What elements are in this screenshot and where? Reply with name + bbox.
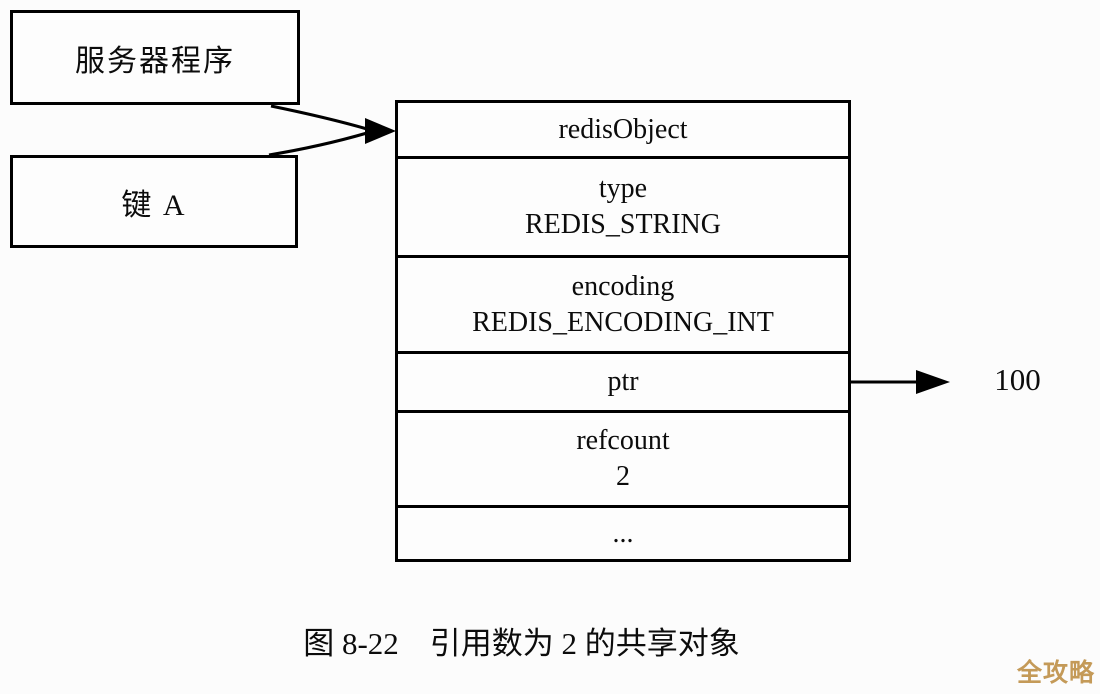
server-program-box: 服务器程序 <box>10 10 300 105</box>
arrowhead-ptr <box>916 370 950 394</box>
table-row-ptr: ptr <box>398 354 848 413</box>
row-title: ... <box>612 517 634 549</box>
server-program-label: 服务器程序 <box>75 44 235 78</box>
figure-caption: 图 8-22 引用数为 2 的共享对象 <box>303 626 740 661</box>
row-title: encoding <box>571 270 675 302</box>
row-value: 2 <box>616 461 630 492</box>
table-row-refcount: refcount 2 <box>398 413 848 508</box>
table-row-type: type REDIS_STRING <box>398 159 848 258</box>
ptr-target-value: 100 <box>994 362 1041 397</box>
row-value: REDIS_ENCODING_INT <box>472 306 774 338</box>
arrow-line-key-to-object <box>268 131 368 157</box>
table-row-ellipsis: ... <box>398 508 848 559</box>
row-title: type <box>598 173 648 205</box>
row-value: REDIS_STRING <box>524 209 721 240</box>
redis-object-table: redisObject type REDIS_STRING encoding R… <box>395 100 851 562</box>
key-a-box: 键 A <box>10 155 298 248</box>
row-title: ptr <box>607 366 639 398</box>
table-row-encoding: encoding REDIS_ENCODING_INT <box>398 258 848 354</box>
row-title: redisObject <box>558 113 688 145</box>
row-title: refcount <box>576 425 670 457</box>
arrowhead-into-object <box>365 118 396 144</box>
arrow-line-server-to-object <box>270 104 368 131</box>
watermark-text: 全攻略 <box>1016 659 1095 687</box>
key-a-label: 键 A <box>121 188 187 222</box>
table-row-redisobject: redisObject <box>398 103 848 159</box>
